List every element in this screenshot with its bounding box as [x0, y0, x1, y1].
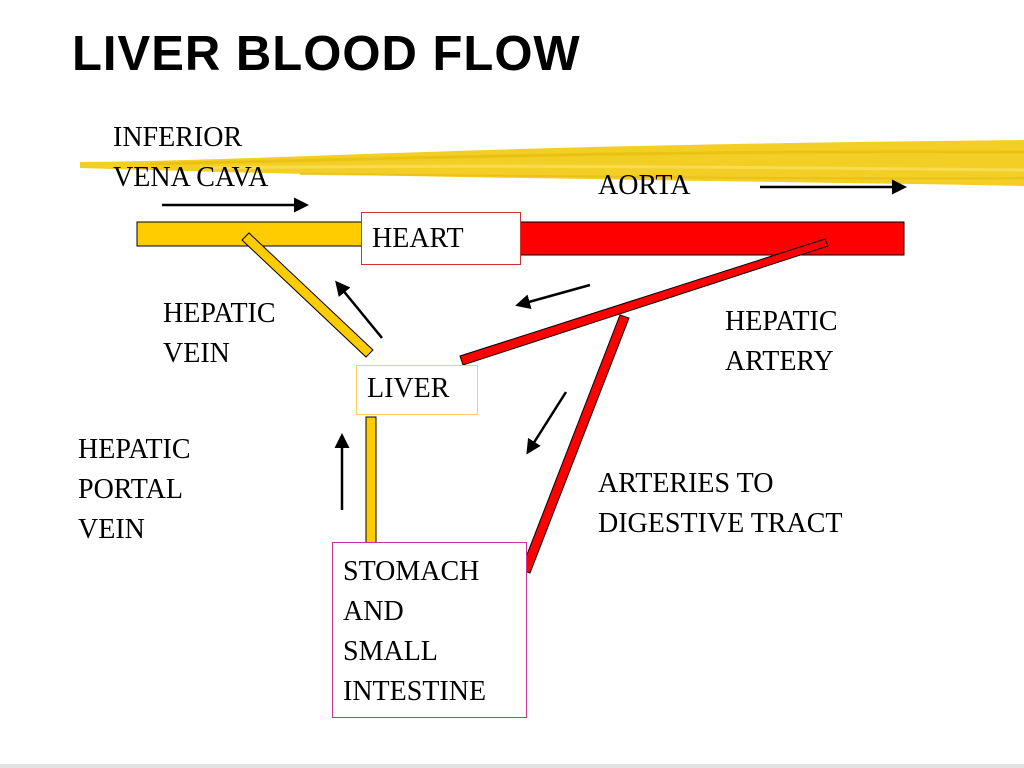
- hepatic-portal-vein-vessel: [365, 416, 377, 550]
- hepatic-vein-vessel: [241, 232, 374, 358]
- hepatic-artery-flow-arrow: [515, 283, 591, 310]
- stomach-label-line-4: INTESTINE: [343, 676, 487, 707]
- ivc-label-line-1: INFERIOR: [113, 122, 243, 153]
- stomach-intestine-box: STOMACH AND SMALL INTESTINE: [332, 542, 527, 718]
- inferior-vena-cava-label: INFERIOR VENA CAVA: [113, 118, 268, 198]
- aorta-vessel: [519, 221, 905, 256]
- liver-label: LIVER: [367, 373, 450, 404]
- heart-box: HEART: [361, 212, 521, 265]
- hepatic-portal-vein-label: HEPATIC PORTAL VEIN: [78, 430, 191, 550]
- hepatic-vein-label-line-2: VEIN: [163, 338, 230, 369]
- hepatic-artery-label-line-1: HEPATIC: [725, 306, 838, 337]
- page-title: LIVER BLOOD FLOW: [72, 27, 581, 81]
- liver-box: LIVER: [356, 365, 478, 415]
- hepatic-artery-vessel: [459, 238, 829, 366]
- digestive-artery-vessel: [520, 314, 630, 574]
- stomach-label-line-2: AND: [343, 596, 404, 627]
- portal-vein-label-line-2: PORTAL: [78, 474, 183, 505]
- ivc-label-line-2: VENA CAVA: [113, 162, 269, 193]
- digestive-label-line-1: ARTERIES TO: [598, 468, 774, 499]
- hepatic-artery-label-line-2: ARTERY: [725, 346, 834, 377]
- hepatic-artery-label: HEPATIC ARTERY: [725, 302, 838, 382]
- aorta-label: AORTA: [598, 170, 691, 201]
- stomach-label-line-3: SMALL: [343, 636, 438, 667]
- portal-vein-label-line-3: VEIN: [78, 514, 145, 545]
- digestive-artery-flow-arrow: [526, 391, 568, 455]
- heart-label: HEART: [372, 223, 464, 254]
- digestive-label-line-2: DIGESTIVE TRACT: [598, 508, 843, 539]
- slide-bottom-rule: [0, 764, 1024, 768]
- hepatic-vein-flow-arrow: [335, 280, 383, 339]
- portal-vein-label-line-1: HEPATIC: [78, 434, 191, 465]
- hepatic-vein-label-line-1: HEPATIC: [163, 298, 276, 329]
- hepatic-vein-label: HEPATIC VEIN: [163, 294, 276, 374]
- stomach-label-line-1: STOMACH: [343, 556, 480, 587]
- arteries-to-digestive-tract-label: ARTERIES TO DIGESTIVE TRACT: [598, 464, 842, 544]
